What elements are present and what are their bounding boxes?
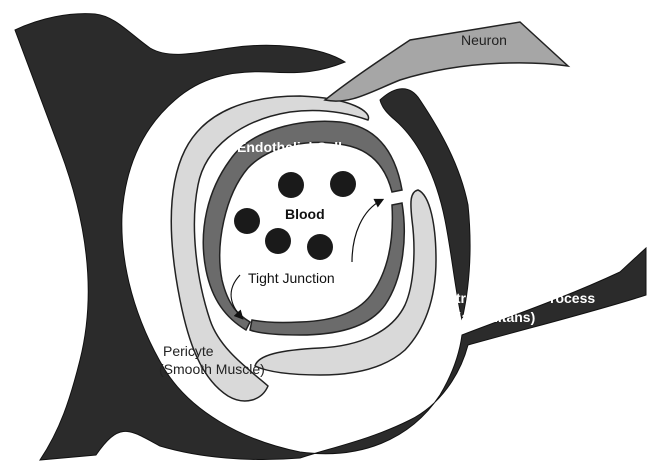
- tight-junction-label: Tight Junction: [248, 270, 335, 286]
- astrocyte-label-line1: Astrocyte Foot Process: [438, 290, 595, 306]
- blood-cell: [265, 228, 291, 254]
- blood-cell: [330, 171, 356, 197]
- neuron: [325, 22, 568, 101]
- blood-label: Blood: [285, 206, 325, 222]
- neuron-label: Neuron: [461, 32, 507, 48]
- astrocyte-foot-process: [15, 14, 646, 460]
- blood-cell: [234, 208, 260, 234]
- endothelial-cell-label: Endothelial Cell: [237, 139, 342, 155]
- astrocyte-label-line2: (Glia Limitans): [438, 309, 535, 325]
- pericyte-label-line2: (Smooth Muscle): [159, 361, 265, 377]
- blood-cell: [278, 172, 304, 198]
- blood-cell: [307, 234, 333, 260]
- pericyte-label-line1: Pericyte: [163, 343, 214, 359]
- tight-junction-arrow-right: [352, 200, 382, 262]
